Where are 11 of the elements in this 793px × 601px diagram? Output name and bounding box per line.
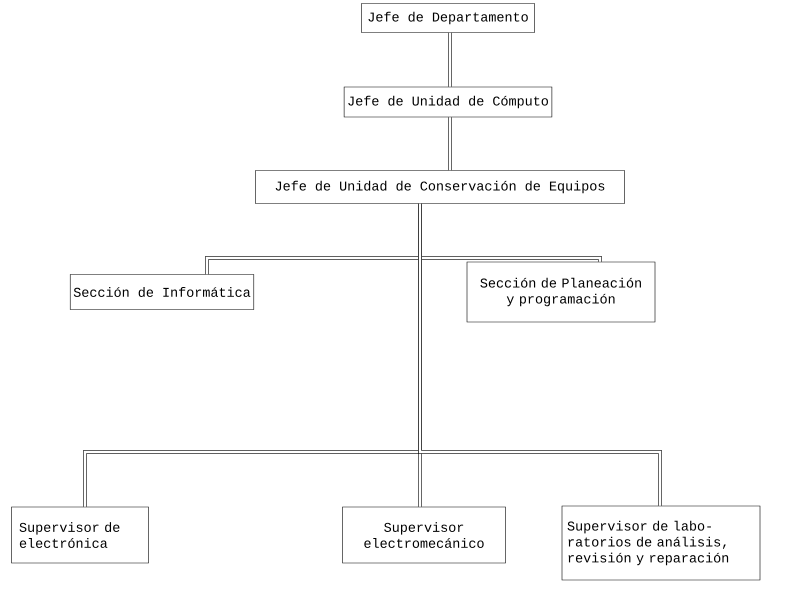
connector-line xyxy=(448,117,452,170)
connector-line xyxy=(418,204,662,506)
org-box: Supervisor de labo- ratorios de análisis, revisión y reparación xyxy=(562,506,760,580)
org-box: Jefe de Departamento xyxy=(361,3,535,33)
org-box: Jefe de Unidad de Conservación de Equipos xyxy=(255,170,625,204)
org-box: Sección de Informática xyxy=(70,274,254,310)
org-box: Jefe de Unidad de Cómputo xyxy=(344,86,552,118)
org-box: Supervisor electromecánico xyxy=(342,506,506,564)
org-box: Supervisor de electrónica xyxy=(11,506,149,564)
connector-line xyxy=(448,32,452,87)
org-box: Sección de Planeación y programación xyxy=(466,262,656,322)
